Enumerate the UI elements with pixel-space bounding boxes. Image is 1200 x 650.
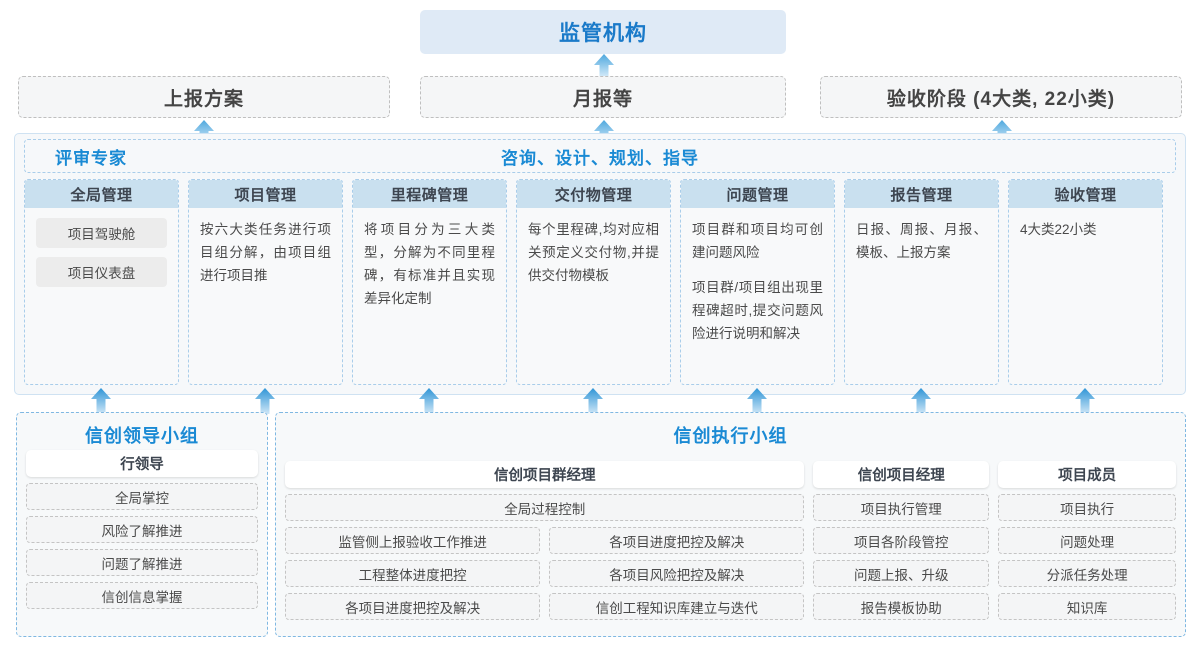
regulator-label: 监管机构 [559, 22, 647, 45]
role-project-member[interactable]: 项目成员 [998, 461, 1176, 488]
task-item[interactable]: 各项目进度把控及解决 [285, 593, 541, 620]
monthly-report-box: 月报等 [420, 76, 786, 118]
arrow-up-icon [418, 388, 440, 414]
chip-item[interactable]: 项目仪表盘 [36, 257, 167, 287]
task-item[interactable]: 问题处理 [998, 527, 1176, 554]
arrow-up-icon [254, 388, 276, 414]
card-deliverable-management[interactable]: 交付物管理 每个里程碑,均对应相关预定义交付物,并提供交付物模板 [516, 179, 671, 385]
card-paragraph: 日报、周报、月报、模板、上报方案 [856, 222, 987, 260]
card-issue-management[interactable]: 问题管理 项目群和项目均可创建问题风险 项目群/项目组出现里程碑超时,提交问题风… [680, 179, 835, 385]
chip-item[interactable]: 项目驾驶舱 [36, 218, 167, 248]
platform-header: 评审专家 咨询、设计、规划、指导 [24, 139, 1176, 173]
card-paragraph: 项目群和项目均可创建问题风险 [692, 222, 823, 260]
card-title: 项目管理 [189, 180, 342, 208]
task-item[interactable]: 风险了解推进 [26, 516, 258, 543]
task-item[interactable]: 知识库 [998, 593, 1176, 620]
card-report-management[interactable]: 报告管理 日报、周报、月报、模板、上报方案 [844, 179, 999, 385]
card-title: 全局管理 [25, 180, 178, 208]
role-bank-leader[interactable]: 行领导 [26, 450, 258, 477]
role-project-manager[interactable]: 信创项目经理 [813, 461, 990, 488]
task-item[interactable]: 全局过程控制 [285, 494, 805, 521]
card-paragraph: 每个里程碑,均对应相关预定义交付物,并提供交付物模板 [528, 222, 659, 283]
task-item[interactable]: 信创工程知识库建立与迭代 [549, 593, 805, 620]
task-item[interactable]: 工程整体进度把控 [285, 560, 541, 587]
report-plan-label: 上报方案 [163, 88, 244, 110]
report-plan-box: 上报方案 [18, 76, 390, 118]
exec-group-panel: 信创执行小组 信创项目群经理 全局过程控制 监管侧上报验收工作推进 工程整体进度… [275, 412, 1186, 637]
exec-column-project-manager: 信创项目经理 项目执行管理 项目各阶段管控 问题上报、升级 报告模板协助 [813, 461, 990, 620]
card-project-management[interactable]: 项目管理 按六大类任务进行项目组分解，由项目组进行项目推 [188, 179, 343, 385]
acceptance-stage-box: 验收阶段 (4大类, 22小类) [820, 76, 1182, 118]
leader-group-panel: 信创领导小组 行领导 全局掌控 风险了解推进 问题了解推进 信创信息掌握 [16, 412, 268, 637]
task-item[interactable]: 问题了解推进 [26, 549, 258, 576]
task-item[interactable]: 项目执行管理 [813, 494, 990, 521]
consulting-label: 咨询、设计、规划、指导 [501, 148, 699, 168]
review-expert-label: 评审专家 [55, 148, 127, 168]
card-acceptance-management[interactable]: 验收管理 4大类22小类 [1008, 179, 1163, 385]
card-title: 报告管理 [845, 180, 998, 208]
role-program-manager[interactable]: 信创项目群经理 [285, 461, 805, 488]
card-paragraph: 4大类22小类 [1020, 222, 1097, 237]
exec-group-title: 信创执行小组 [673, 426, 788, 446]
task-item[interactable]: 报告模板协助 [813, 593, 990, 620]
card-title: 问题管理 [681, 180, 834, 208]
card-milestone-management[interactable]: 里程碑管理 将项目分为三大类型，分解为不同里程碑，有标准并且实现差异化定制 [352, 179, 507, 385]
arrow-up-icon [90, 388, 112, 414]
monthly-report-label: 月报等 [572, 88, 633, 110]
card-paragraph: 按六大类任务进行项目组分解，由项目组进行项目推 [200, 222, 331, 283]
exec-column-program-manager: 信创项目群经理 全局过程控制 监管侧上报验收工作推进 工程整体进度把控 各项目进… [285, 461, 805, 620]
task-item[interactable]: 问题上报、升级 [813, 560, 990, 587]
task-item[interactable]: 全局掌控 [26, 483, 258, 510]
task-item[interactable]: 各项目进度把控及解决 [549, 527, 805, 554]
arrow-up-icon [582, 388, 604, 414]
card-paragraph: 将项目分为三大类型，分解为不同里程碑，有标准并且实现差异化定制 [364, 222, 495, 306]
task-item[interactable]: 分派任务处理 [998, 560, 1176, 587]
card-title: 验收管理 [1009, 180, 1162, 208]
acceptance-stage-label: 验收阶段 (4大类, 22小类) [886, 88, 1116, 110]
exec-column-project-member: 项目成员 项目执行 问题处理 分派任务处理 知识库 [998, 461, 1176, 620]
leader-group-title: 信创领导小组 [85, 426, 199, 446]
task-item[interactable]: 各项目风险把控及解决 [549, 560, 805, 587]
task-item[interactable]: 项目各阶段管控 [813, 527, 990, 554]
task-item[interactable]: 信创信息掌握 [26, 582, 258, 609]
arrow-up-icon [1074, 388, 1096, 414]
card-paragraph: 项目群/项目组出现里程碑超时,提交问题风险进行说明和解决 [692, 280, 823, 341]
regulator-box: 监管机构 [420, 10, 786, 54]
card-title: 交付物管理 [517, 180, 670, 208]
card-global-management[interactable]: 全局管理 项目驾驶舱 项目仪表盘 [24, 179, 179, 385]
task-item[interactable]: 项目执行 [998, 494, 1176, 521]
card-title: 里程碑管理 [353, 180, 506, 208]
arrow-up-icon [910, 388, 932, 414]
arrow-up-icon [593, 54, 615, 80]
task-item[interactable]: 监管侧上报验收工作推进 [285, 527, 541, 554]
arrow-up-icon [746, 388, 768, 414]
